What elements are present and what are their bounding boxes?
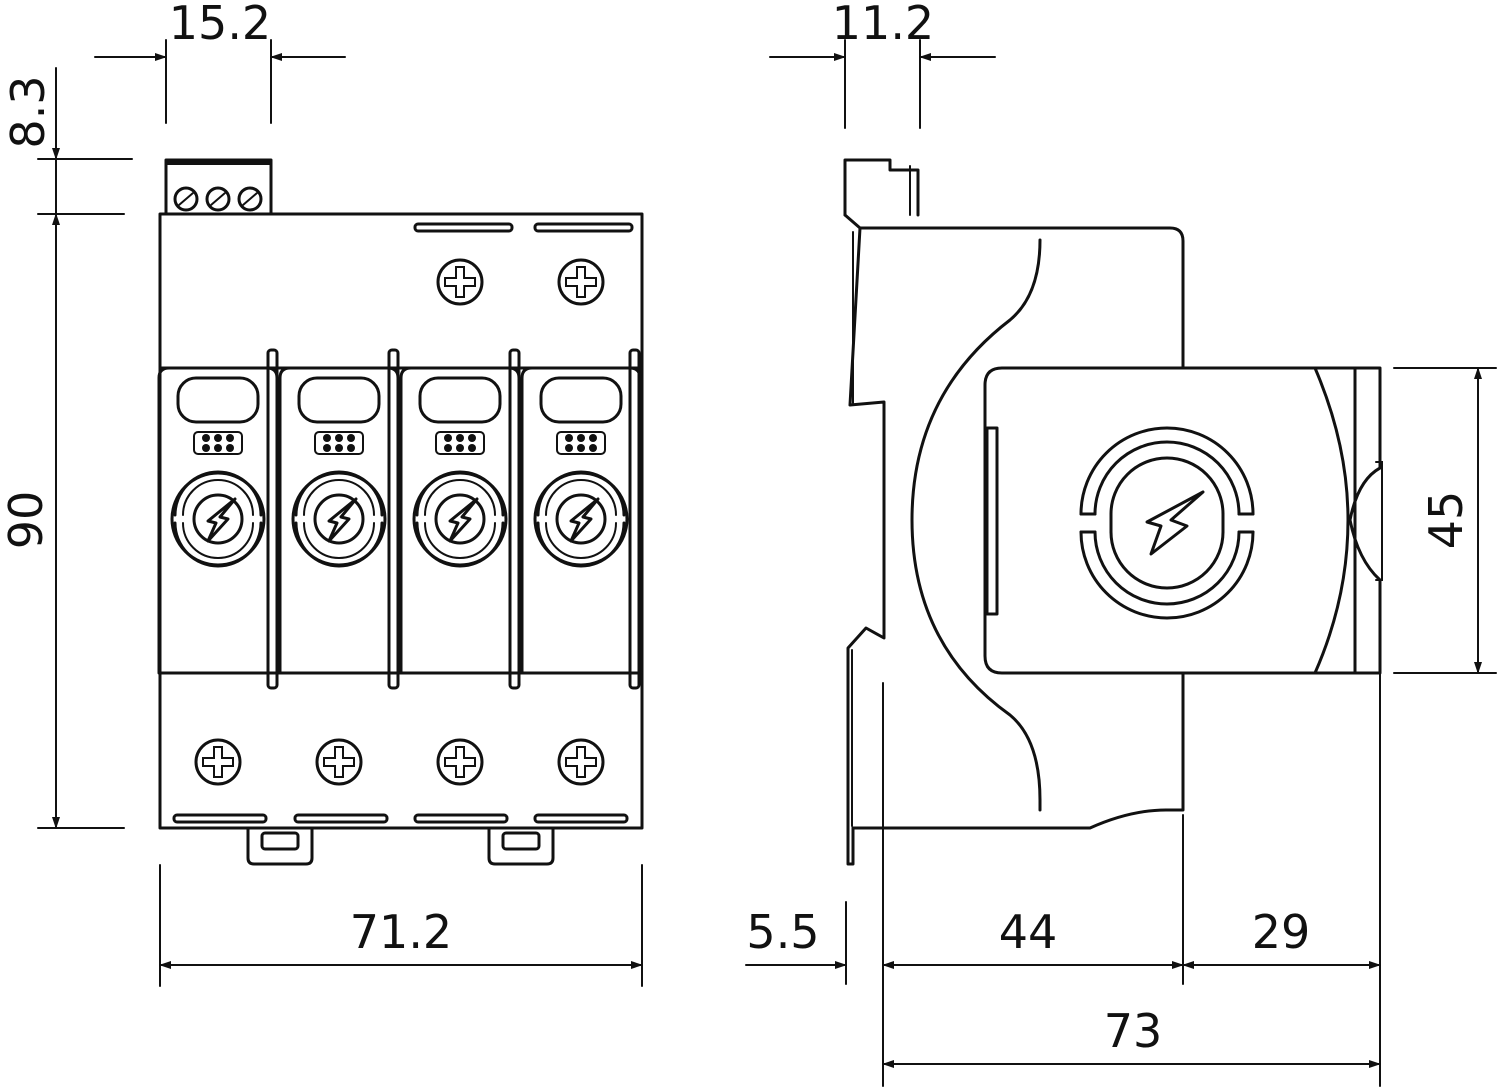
- side-dimensions: 11.2 45 5.5 44 29 73: [745, 0, 1497, 1087]
- dim-depth-body: 44: [999, 905, 1058, 959]
- dim-module-height: 45: [1419, 491, 1473, 550]
- top-screw-icon: [557, 258, 605, 306]
- bottom-screw-icon: [315, 738, 363, 786]
- bottom-screw-icon: [557, 738, 605, 786]
- bottom-screw-icon: [194, 738, 242, 786]
- top-screw-icon: [436, 258, 484, 306]
- pole-module-4: [522, 368, 640, 673]
- dim-overall-height: 90: [0, 491, 53, 550]
- pole-module-1: [159, 368, 277, 673]
- din-clip: [487, 826, 555, 866]
- dim-side-top-width: 11.2: [832, 0, 934, 50]
- side-terminal: [843, 158, 920, 217]
- side-base-body: [851, 226, 1185, 830]
- terminal-screws: [173, 186, 263, 212]
- pole-module-2: [280, 368, 398, 673]
- lightning-symbol-icon: [1079, 426, 1255, 620]
- side-view: [843, 158, 1383, 866]
- dim-overall-width: 71.2: [350, 905, 452, 959]
- dim-front-terminal-width: 15.2: [169, 0, 271, 50]
- dim-rail-offset: 5.5: [746, 905, 819, 959]
- pole-module-3: [401, 368, 519, 673]
- side-rail-profile: [843, 213, 886, 866]
- front-view: [159, 158, 644, 866]
- dim-overall-depth: 73: [1104, 1004, 1163, 1058]
- front-dimensions: 15.2 8.3 90 71.2: [0, 0, 643, 987]
- dim-terminal-height: 8.3: [1, 75, 55, 148]
- dim-depth-module: 29: [1252, 905, 1311, 959]
- din-clip: [246, 826, 314, 866]
- bottom-screw-icon: [436, 738, 484, 786]
